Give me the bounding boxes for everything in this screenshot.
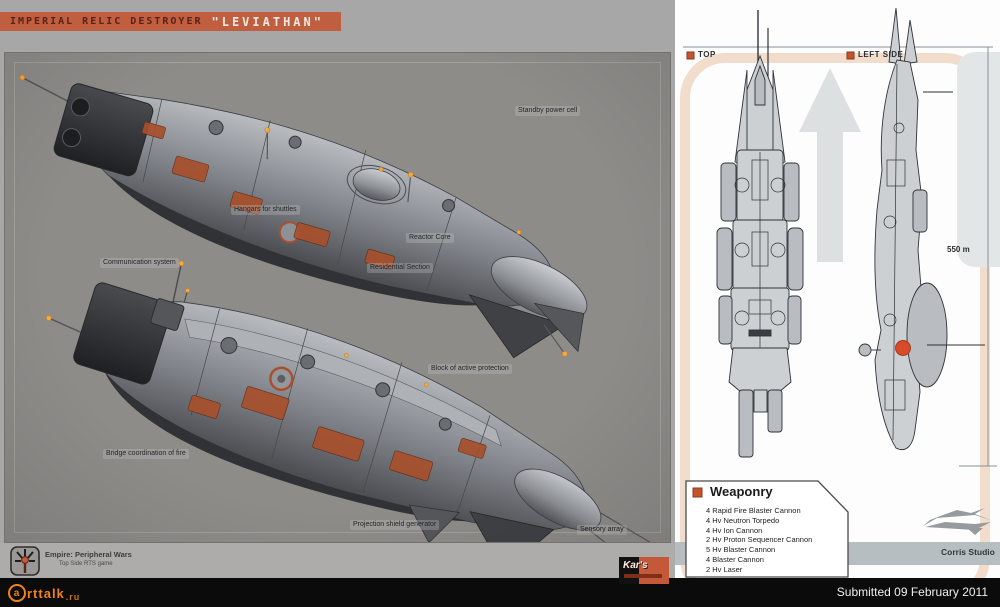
weapon-item: 2 Hv Proton Sequencer Cannon	[706, 535, 813, 545]
callout-bridge-coordination-of-fire: Bridge coordination of fire	[103, 449, 189, 459]
corris-ship-silhouette-icon	[923, 508, 993, 535]
callout-residential-section: Residential Section	[367, 263, 433, 273]
artwork-panel: Standby power cell Hangars for shuttles …	[4, 52, 671, 543]
callout-hangars-for-shuttles: Hangars for shuttles	[231, 205, 300, 215]
render-section: IMPERIAL RELIC DESTROYER "LEVIATHAN"	[0, 12, 675, 578]
legend-top-label: TOP	[698, 50, 716, 59]
dimension-label: 550 m	[947, 245, 970, 254]
background-watermark	[680, 52, 1000, 578]
ship-render-bottom	[46, 260, 670, 542]
side-view-red-marker	[895, 340, 911, 356]
tip-lights-lower	[46, 260, 429, 387]
side-view-drawing	[858, 7, 985, 450]
legend-top-bullet-icon	[686, 51, 695, 60]
ship-render-top	[19, 74, 588, 359]
weaponry-bullet-icon	[692, 487, 703, 498]
weapon-item: 2 Hv Laser	[706, 564, 743, 574]
callout-projection-shield-generator: Projection shield generator	[350, 520, 440, 530]
legend-side-bullet-icon	[846, 51, 855, 60]
studio-name: Corris Studio	[941, 547, 995, 557]
weapon-item: 4 Hv Ion Cannon	[706, 525, 763, 535]
callout-standby-power-cell: Standby power cell	[515, 106, 581, 116]
arttalk-circle-a-icon: a	[8, 584, 26, 602]
weapon-item: 4 Hv Neutron Torpedo	[706, 515, 780, 525]
weaponry-title: Weaponry	[710, 484, 773, 499]
blueprint-section: TOP LEFT SIDE 550 m Weaponry 4 Rapid Fir…	[675, 0, 1000, 578]
legend-side-label: LEFT SIDE	[858, 50, 904, 59]
footer-strip: Empire: Peripheral Wars Top Side RTS gam…	[0, 543, 675, 578]
weaponry-list: 4 Rapid Fire Blaster Cannon 4 Hv Neutron…	[706, 506, 812, 575]
weapon-item: 4 Rapid Fire Blaster Cannon	[706, 506, 801, 515]
arttalk-tld: .ru	[65, 592, 81, 602]
weapon-item: 5 Hv Blaster Cannon	[706, 545, 776, 555]
blueprint-drawings	[675, 7, 1000, 578]
callout-block-of-active-protection: Block of active protection	[428, 364, 512, 374]
ship-renders-artwork	[19, 74, 670, 542]
kars-logo-orange-block	[639, 557, 669, 584]
kars-logo-subline	[624, 574, 662, 578]
top-view-drawing	[716, 10, 804, 458]
dimension-lines	[683, 46, 997, 467]
submitted-date: Submitted 09 February 2011	[836, 585, 988, 599]
callout-sensory-array: Sensory array	[577, 525, 627, 535]
callout-communication-system: Communication system	[100, 258, 179, 268]
tip-lights-upper	[19, 74, 568, 357]
kars-studio-logo: Kar's	[619, 557, 669, 584]
title-bar: IMPERIAL RELIC DESTROYER "LEVIATHAN"	[0, 12, 341, 31]
weaponry-box	[685, 480, 849, 578]
game-title: Empire: Peripheral Wars	[45, 550, 132, 559]
kars-logo-text: Kar's	[623, 560, 648, 571]
game-subtitle: Top Side RTS game	[59, 561, 113, 567]
page-title: IMPERIAL RELIC DESTROYER	[10, 16, 203, 27]
callout-reactor-core: Reactor Core	[406, 233, 454, 243]
arttalk-text: rttalk	[27, 585, 65, 601]
ship-name: "LEVIATHAN"	[211, 14, 324, 29]
weapon-item: 4 Blaster Cannon	[706, 554, 764, 564]
empire-emblem-icon	[10, 546, 40, 576]
